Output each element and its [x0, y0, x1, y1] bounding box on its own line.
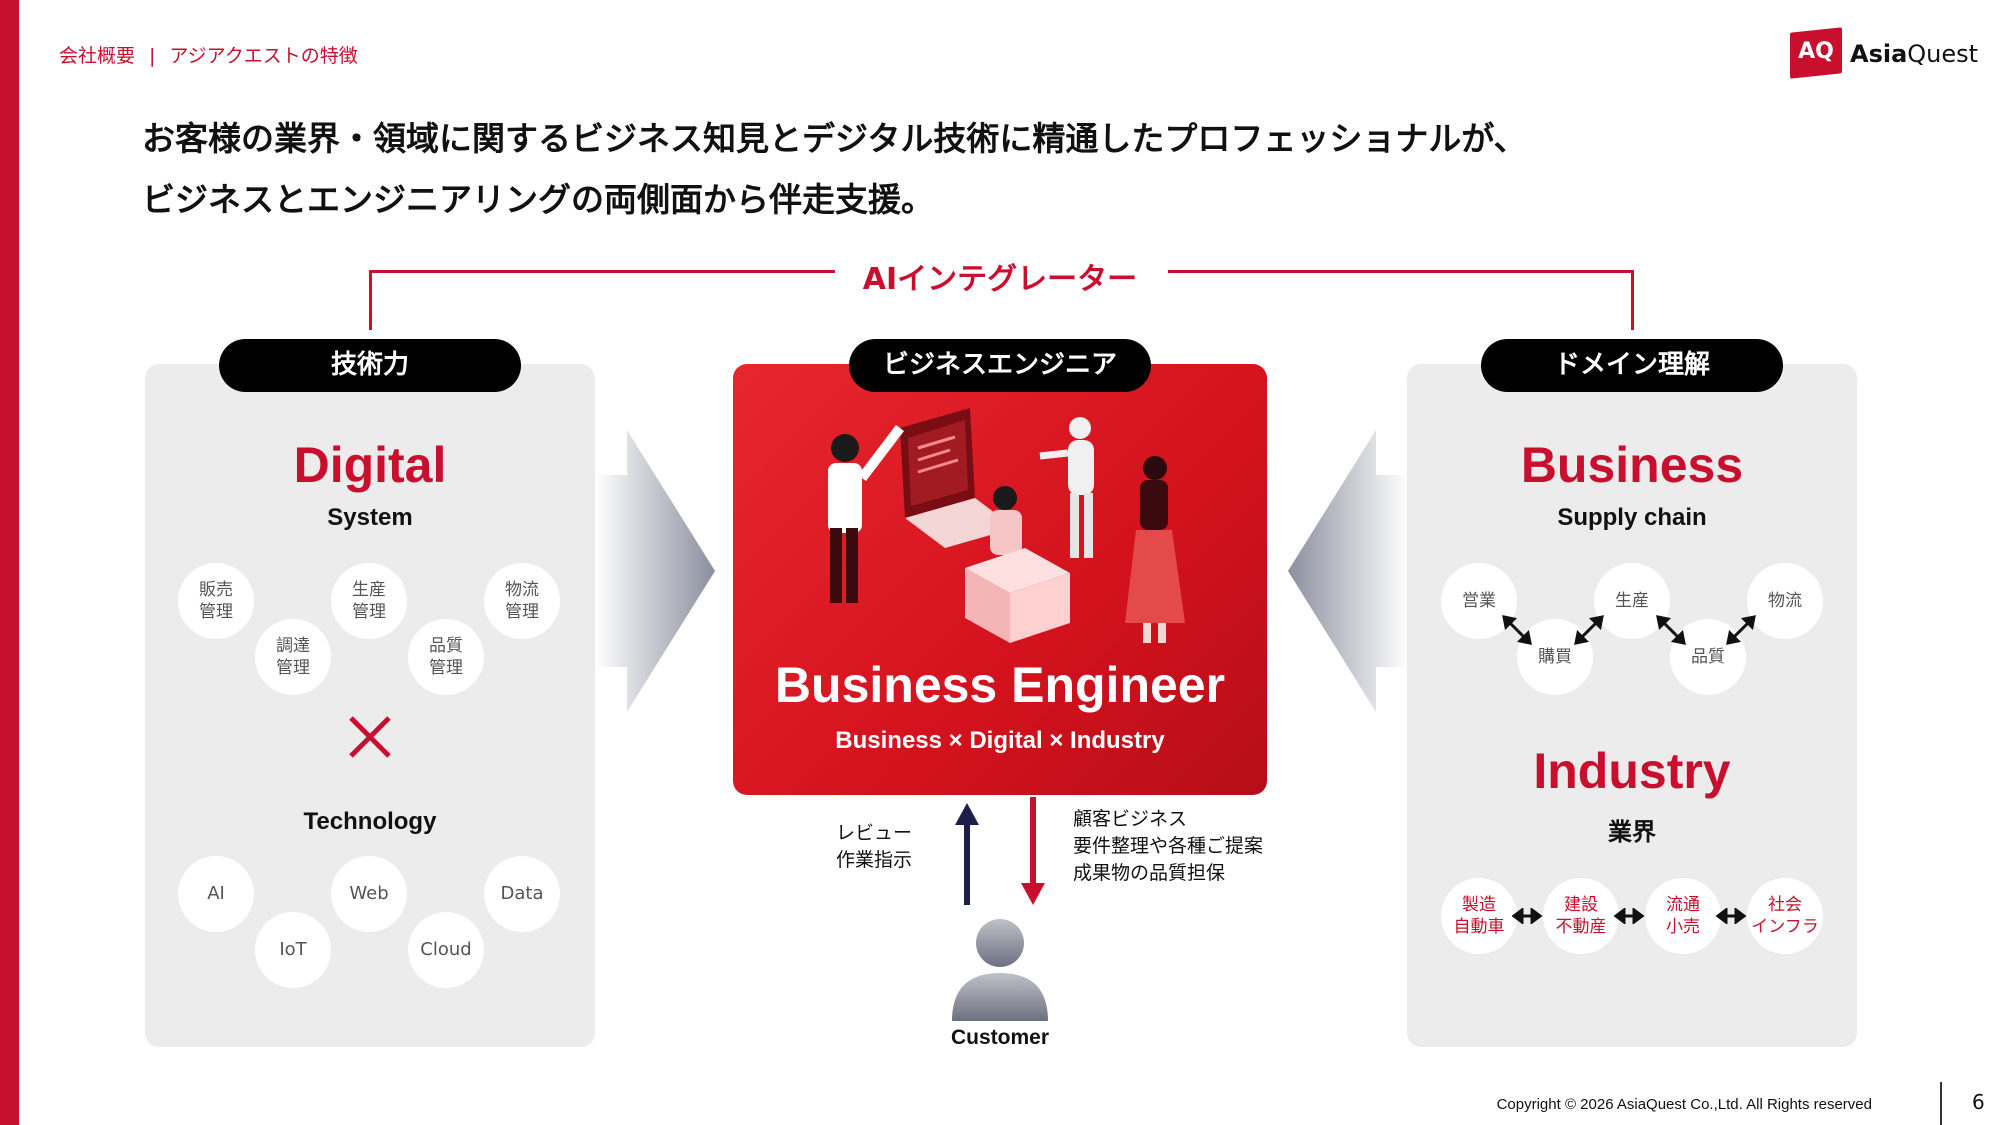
asiaquest-logo[interactable]: AQ AsiaQuest	[1790, 27, 1978, 79]
system-item-sales: 販売管理	[178, 563, 254, 639]
team-illustration	[800, 408, 1200, 648]
technology-subtitle: Technology	[303, 808, 437, 835]
tech-item-ai: AI	[178, 856, 254, 932]
industry-item-infrastructure: 社会インフラ	[1747, 878, 1823, 954]
business-engineer-title: Business Engineer	[774, 657, 1226, 713]
tech-item-web: Web	[331, 856, 407, 932]
domain-pill: ドメイン理解	[1481, 339, 1783, 392]
system-item-production: 生産管理	[331, 563, 407, 639]
customer-icon	[948, 917, 1052, 1021]
chain-arrows-icon	[1502, 615, 1756, 645]
review-up-arrow-icon	[955, 803, 979, 905]
logo-mark: AQ	[1798, 39, 1834, 64]
industry-arrows-icon	[1512, 908, 1747, 924]
chain-item-sales: 営業	[1441, 563, 1517, 639]
tech-item-cloud: Cloud	[408, 912, 484, 988]
industry-subtitle: 業界	[1608, 819, 1656, 846]
page-number: 6	[1972, 1090, 1985, 1114]
review-label: レビュー 作業指示	[835, 822, 912, 871]
business-engineer-subtitle: Business × Digital × Industry	[835, 727, 1165, 754]
business-title: Business	[1520, 437, 1744, 493]
proposal-down-arrow-icon	[1021, 797, 1045, 905]
left-arrow-shape	[595, 430, 715, 712]
system-item-logistics: 物流管理	[484, 563, 560, 639]
customer-label: Customer	[950, 1026, 1050, 1049]
industry-item-retail: 流通小売	[1645, 878, 1721, 954]
industry-item-manufacturing: 製造自動車	[1441, 878, 1517, 954]
tech-item-data: Data	[484, 856, 560, 932]
system-item-procurement: 調達管理	[255, 619, 331, 695]
integrator-bracket-right-drop	[1631, 270, 1634, 330]
page-headline: お客様の業界・領域に関するビジネス知見とデジタル技術に精通したプロフェッショナル…	[142, 108, 1527, 230]
breadcrumb-separator: |	[149, 45, 156, 67]
breadcrumb: 会社概要 | アジアクエストの特徴	[59, 41, 358, 68]
times-icon	[345, 712, 395, 762]
chain-item-purchasing: 購買	[1517, 619, 1593, 695]
chain-item-logistics: 物流	[1747, 563, 1823, 639]
proposal-label: 顧客ビジネス 要件整理や各種ご提案 成果物の品質担保	[1073, 808, 1264, 884]
digital-title: Digital	[293, 437, 447, 493]
industry-item-construction: 建設不動産	[1543, 878, 1619, 954]
supply-chain-subtitle: Supply chain	[1557, 504, 1707, 531]
tech-panel	[145, 364, 595, 1047]
breadcrumb-section[interactable]: 会社概要	[59, 45, 136, 67]
headline-line-2: ビジネスとエンジニアリングの両側面から伴走支援。	[142, 180, 934, 219]
integrator-bracket-right	[1168, 270, 1634, 273]
business-engineer-pill: ビジネスエンジニア	[849, 339, 1151, 392]
system-item-quality: 品質管理	[408, 619, 484, 695]
tech-pill: 技術力	[219, 339, 521, 392]
system-subtitle: System	[327, 504, 413, 531]
industry-title: Industry	[1533, 743, 1731, 799]
copyright-text: Copyright © 2026 AsiaQuest Co.,Ltd. All …	[1496, 1096, 1872, 1113]
breadcrumb-page[interactable]: アジアクエストの特徴	[169, 45, 358, 67]
headline-line-1: お客様の業界・領域に関するビジネス知見とデジタル技術に精通したプロフェッショナル…	[142, 119, 1527, 158]
chain-item-production: 生産	[1594, 563, 1670, 639]
tech-item-iot: IoT	[255, 912, 331, 988]
integrator-bracket-left-drop	[369, 270, 372, 330]
logo-flag-icon: AQ	[1790, 27, 1842, 79]
page-divider	[1940, 1082, 1942, 1125]
integrator-label: AIインテグレーター	[862, 262, 1138, 297]
left-accent-bar	[0, 0, 19, 1125]
integrator-bracket-left	[369, 270, 835, 273]
logo-text: AsiaQuest	[1850, 40, 1979, 68]
right-arrow-shape	[1288, 430, 1408, 712]
